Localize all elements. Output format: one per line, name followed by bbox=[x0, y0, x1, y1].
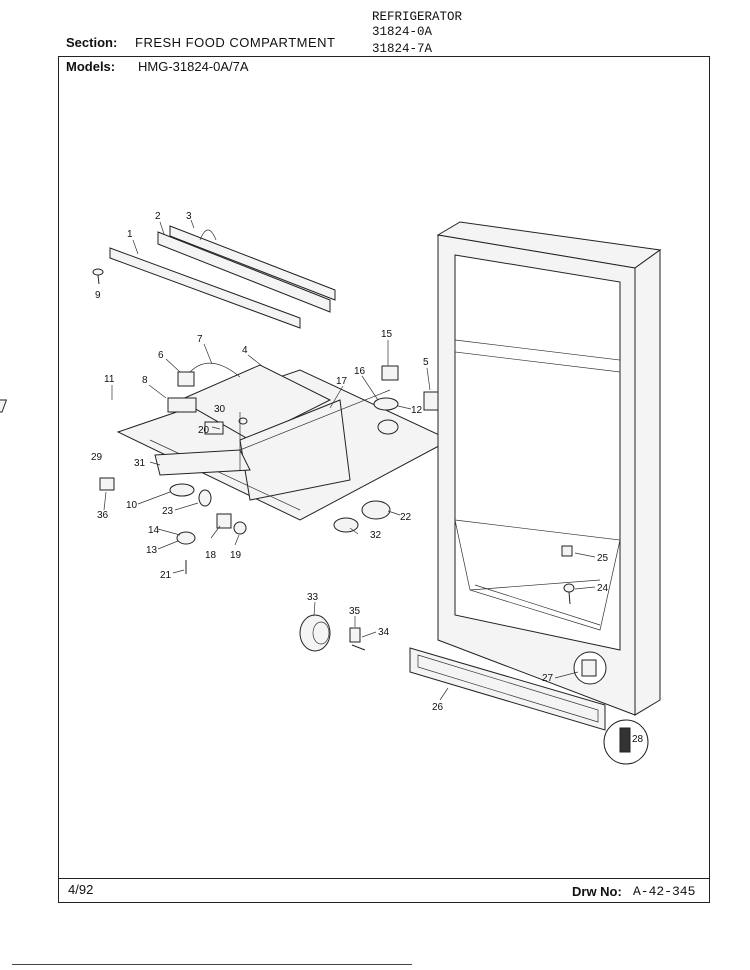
part-number: 16 bbox=[354, 366, 366, 377]
part-number: 4 bbox=[242, 345, 248, 356]
leveler-part bbox=[573, 651, 649, 765]
part-number: 8 bbox=[142, 375, 148, 386]
drawing-number-label: Drw No: bbox=[572, 884, 622, 899]
part-number: 19 bbox=[230, 550, 242, 561]
section-value: FRESH FOOD COMPARTMENT bbox=[135, 35, 336, 50]
part-number: 11 bbox=[104, 374, 115, 385]
cabinet-fasteners bbox=[561, 545, 575, 605]
part-number: 18 bbox=[205, 550, 217, 561]
section-label: Section: bbox=[66, 35, 118, 50]
footer-rule bbox=[58, 878, 710, 879]
part-number: 24 bbox=[597, 583, 609, 594]
drawing-number: A-42-345 bbox=[633, 884, 696, 899]
part-number: 10 bbox=[126, 500, 138, 511]
part-number: 31 bbox=[134, 458, 146, 469]
part-number: 13 bbox=[146, 545, 158, 556]
part-number: 3 bbox=[186, 211, 192, 222]
part-number: 17 bbox=[336, 376, 348, 387]
models-value: HMG-31824-0A/7A bbox=[138, 59, 249, 74]
part-number: 1 bbox=[127, 229, 133, 240]
leader-lines bbox=[103, 219, 596, 701]
part-number: 20 bbox=[198, 425, 210, 436]
part-number: 25 bbox=[597, 553, 609, 564]
light-socket-parts bbox=[99, 477, 247, 574]
product-code-1: 31824-0A bbox=[372, 25, 433, 39]
part-number: 15 bbox=[381, 329, 393, 340]
part-number: 33 bbox=[307, 592, 319, 603]
part-number: 23 bbox=[162, 506, 174, 517]
part-number: 7 bbox=[197, 334, 203, 345]
page-bottom-rule bbox=[12, 964, 412, 965]
part-number: 21 bbox=[160, 570, 172, 581]
part-number: 34 bbox=[378, 627, 390, 638]
part-number: 26 bbox=[432, 702, 444, 713]
screw-part bbox=[92, 268, 104, 285]
part-number: 12 bbox=[411, 405, 423, 416]
refrigerator-cabinet bbox=[436, 221, 662, 716]
kick-plate bbox=[409, 647, 606, 731]
part-number: 29 bbox=[91, 452, 103, 463]
revision-date: 4/92 bbox=[68, 882, 94, 897]
part-number: 6 bbox=[158, 350, 164, 361]
part-number: 2 bbox=[155, 211, 161, 222]
drawing-frame bbox=[58, 56, 710, 903]
product-code-2: 31824-7A bbox=[372, 42, 433, 56]
part-number: 9 bbox=[95, 290, 101, 301]
evaporator-cover bbox=[116, 364, 452, 521]
part-number: 30 bbox=[214, 404, 226, 415]
models-label: Models: bbox=[66, 59, 116, 74]
part-number: 36 bbox=[97, 510, 109, 521]
part-number-labels: 1 2 3 4 5 6 7 8 9 10 11 12 13 14 15 16 1… bbox=[91, 211, 644, 745]
thermostat-part bbox=[0, 362, 248, 435]
product-name: REFRIGERATOR bbox=[372, 10, 463, 24]
part-number: 27 bbox=[542, 673, 554, 684]
part-number: 28 bbox=[632, 734, 644, 745]
part-number: 35 bbox=[349, 606, 361, 617]
front-rail-assembly bbox=[109, 225, 336, 329]
part-number: 14 bbox=[148, 525, 160, 536]
part-number: 5 bbox=[423, 357, 429, 368]
roller-parts bbox=[299, 614, 366, 652]
part-number: 32 bbox=[370, 530, 382, 541]
part-number: 22 bbox=[400, 512, 412, 523]
